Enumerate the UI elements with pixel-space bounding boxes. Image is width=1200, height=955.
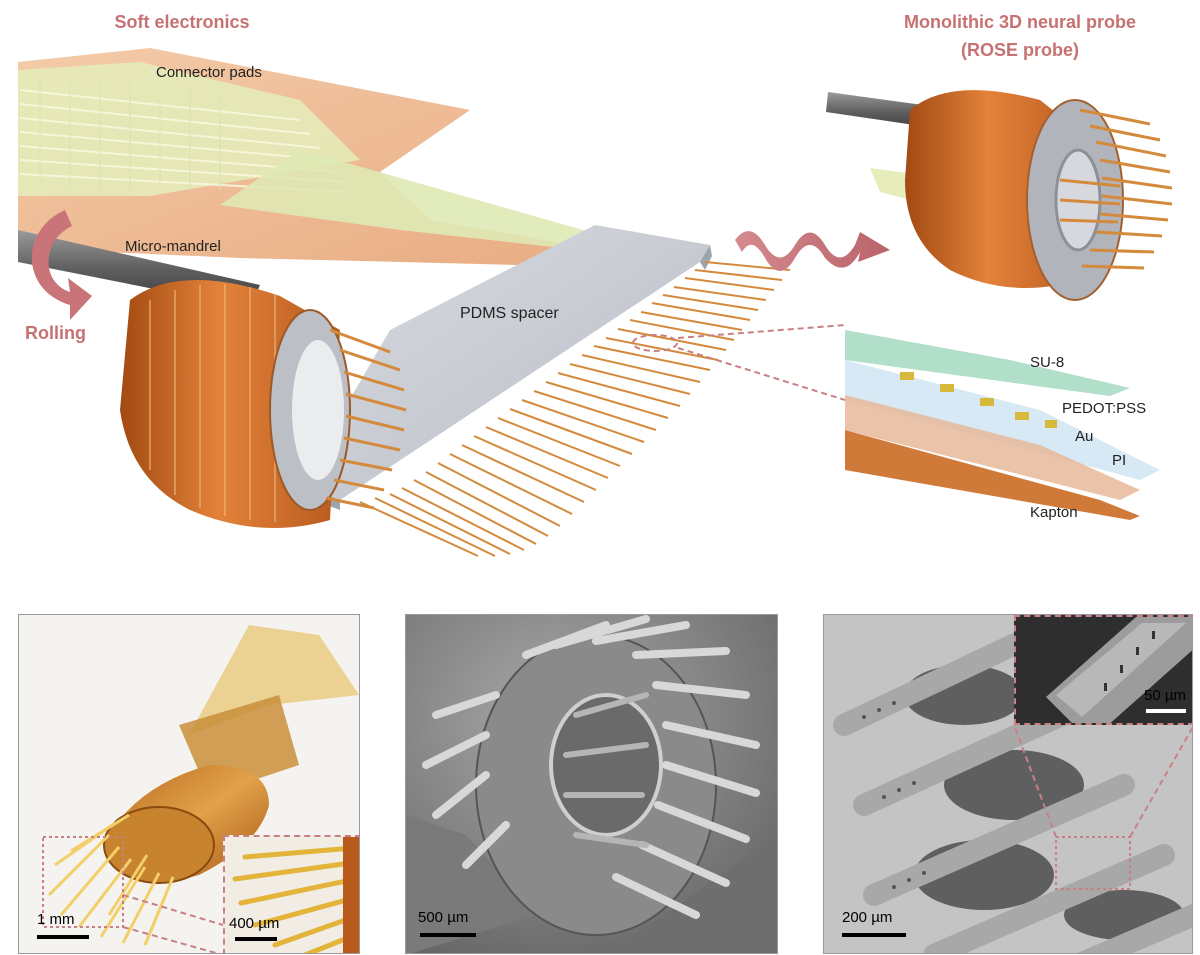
sem-right-inset-scale-label: 50 µm — [1144, 687, 1186, 704]
fabrication-illustration — [18, 48, 1173, 557]
photo-panel: 400 µm 1 mm — [18, 614, 360, 954]
label-rolling: Rolling — [25, 323, 86, 343]
label-pi: PI — [1112, 452, 1127, 469]
title-rose-probe-line2: (ROSE probe) — [960, 40, 1079, 60]
zoom-dashed-lines — [632, 324, 846, 401]
sem-right-scalebar — [842, 933, 906, 937]
sem-right-scale-label: 200 µm — [842, 909, 893, 926]
sem-middle-scale-label: 500 µm — [418, 909, 469, 926]
pdms-spacer — [300, 225, 712, 510]
title-soft-electronics: Soft electronics — [114, 12, 250, 32]
label-connector-pads: Connector pads — [156, 64, 262, 81]
label-au: Au — [1075, 428, 1094, 445]
label-micro-mandrel: Micro-mandrel — [125, 238, 221, 255]
photo-inset-scale-label: 400 µm — [229, 915, 280, 932]
label-kapton: Kapton — [1030, 504, 1078, 521]
layer-stack — [845, 330, 1160, 520]
sem-right-inset-scalebar — [1146, 709, 1186, 713]
rolled-probe-left — [120, 279, 407, 528]
label-pdms-spacer: PDMS spacer — [460, 305, 559, 322]
photo-scale-label: 1 mm — [37, 911, 75, 928]
sem-panel-right: 50 µm 200 µm — [823, 614, 1193, 954]
photo-inset-scalebar — [235, 937, 277, 941]
label-su8: SU-8 — [1030, 354, 1065, 371]
photo-inset: 400 µm — [223, 835, 359, 953]
rolling-arrow-icon — [31, 210, 92, 320]
sem-right-inset: 50 µm — [1014, 615, 1192, 725]
sem-middle-scalebar — [420, 933, 476, 937]
sem-rolled-probe-image — [406, 615, 777, 953]
soft-electronics-sheet — [18, 48, 590, 266]
wavy-arrow-icon — [735, 231, 890, 271]
probe-shanks — [359, 261, 791, 557]
sem-shanks-image — [824, 615, 1192, 953]
rose-probe-3d — [826, 90, 1173, 301]
sem-panel-middle: 500 µm — [405, 614, 778, 954]
photo-scalebar — [37, 935, 89, 939]
title-rose-probe-line1: Monolithic 3D neural probe — [903, 12, 1136, 32]
label-pedot-pss: PEDOT:PSS — [1062, 400, 1147, 417]
